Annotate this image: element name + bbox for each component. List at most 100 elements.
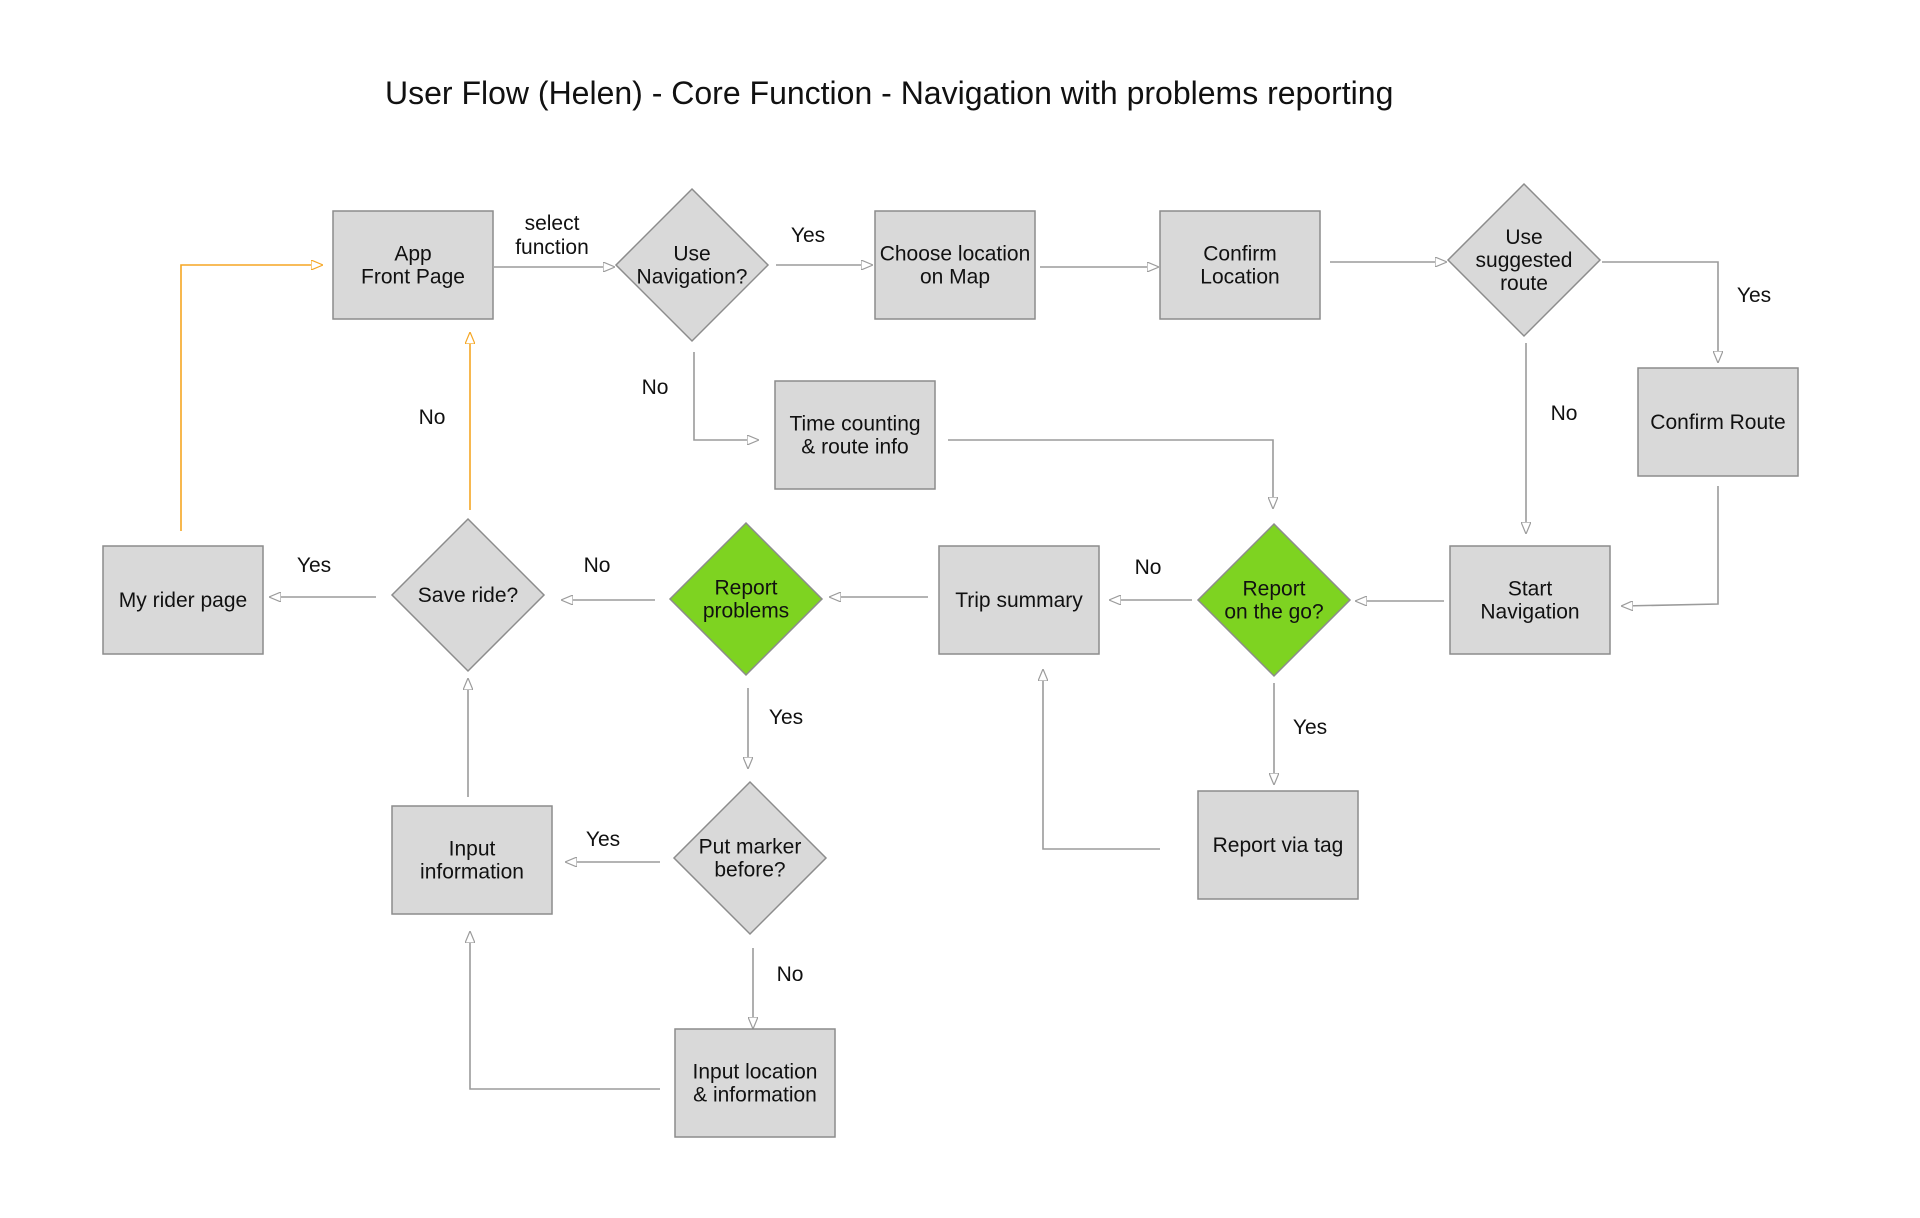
node-label: suggested bbox=[1476, 249, 1573, 272]
node-label: Front Page bbox=[361, 266, 465, 289]
process-box bbox=[102, 545, 264, 655]
edge-suggested-no: No bbox=[1526, 343, 1577, 533]
node-label: problems bbox=[703, 600, 789, 623]
edge-label: Yes bbox=[1293, 716, 1327, 739]
edge-connector bbox=[693, 352, 758, 440]
node-trip-summary: Trip summary bbox=[938, 545, 1100, 655]
edge-save-no: No bbox=[419, 333, 470, 510]
node-save-ride: Save ride? bbox=[390, 517, 546, 673]
node-report-via-tag: Report via tag bbox=[1197, 790, 1359, 900]
edge-connector bbox=[1043, 670, 1160, 850]
node-label: & route info bbox=[801, 436, 908, 459]
edge-marker-yes: Yes bbox=[566, 828, 660, 862]
process-box bbox=[1197, 790, 1359, 900]
edge-connector bbox=[180, 265, 322, 531]
edge-label: select bbox=[525, 212, 580, 235]
edge-connector bbox=[1622, 486, 1719, 606]
edge-label: Yes bbox=[297, 554, 331, 577]
node-my-rider-page: My rider page bbox=[102, 545, 264, 655]
edge-label: Yes bbox=[586, 828, 620, 851]
node-label: Report via tag bbox=[1213, 834, 1344, 857]
decision-diamond-highlight bbox=[1196, 522, 1352, 678]
process-box bbox=[938, 545, 1100, 655]
process-box bbox=[774, 380, 936, 490]
edge-tag-to-summary bbox=[1043, 670, 1160, 850]
node-label: My rider page bbox=[119, 589, 247, 612]
edge-label: No bbox=[1135, 556, 1162, 579]
process-box bbox=[1159, 210, 1321, 320]
node-label: Start bbox=[1508, 578, 1553, 601]
edge-route-to-start bbox=[1622, 486, 1719, 606]
edge-label: No bbox=[777, 963, 804, 986]
node-time-counting: Time counting& route info bbox=[774, 380, 936, 490]
node-label: Use bbox=[673, 243, 710, 266]
node-label: Trip summary bbox=[955, 589, 1083, 612]
edge-marker-no: No bbox=[753, 948, 803, 1028]
edge-problems-no: No bbox=[562, 554, 655, 600]
edge-problems-yes: Yes bbox=[748, 688, 803, 768]
node-label: Input bbox=[449, 838, 496, 861]
node-confirm-route: Confirm Route bbox=[1637, 367, 1799, 477]
node-label: Report bbox=[714, 577, 777, 600]
edge-time-to-report bbox=[948, 439, 1273, 508]
node-input-location-information: Input location& information bbox=[674, 1028, 836, 1138]
edge-nav-yes: Yes bbox=[776, 224, 872, 265]
edge-connector bbox=[948, 439, 1273, 508]
node-label: Confirm bbox=[1203, 243, 1277, 266]
edge-label: Yes bbox=[1737, 284, 1771, 307]
edge-save-yes: Yes bbox=[270, 554, 376, 597]
process-box bbox=[1449, 545, 1611, 655]
node-label: Input location bbox=[693, 1061, 818, 1084]
edge-report-go-no: No bbox=[1110, 556, 1192, 600]
edge-label: function bbox=[515, 236, 589, 259]
edge-nav-no: No bbox=[642, 352, 758, 440]
node-label: Put marker bbox=[699, 836, 802, 859]
node-label: Choose location bbox=[880, 243, 1031, 266]
page-title: User Flow (Helen) - Core Function - Navi… bbox=[385, 75, 1393, 111]
edge-connector bbox=[470, 932, 660, 1090]
process-box bbox=[332, 210, 494, 320]
node-label: & information bbox=[693, 1084, 817, 1107]
node-label: Save ride? bbox=[418, 584, 518, 607]
node-label: Report bbox=[1242, 578, 1305, 601]
edge-connector bbox=[1602, 261, 1718, 362]
process-box bbox=[674, 1028, 836, 1138]
edge-label: No bbox=[642, 376, 669, 399]
edge-label: No bbox=[419, 406, 446, 429]
edges-layer: selectfunctionYesNoYesNoNoYesNoYesYesNoY… bbox=[180, 212, 1771, 1090]
node-label: Use bbox=[1505, 226, 1542, 249]
node-label: Navigation bbox=[1480, 601, 1579, 624]
node-label: on the go? bbox=[1224, 601, 1323, 624]
edge-label: Yes bbox=[791, 224, 825, 247]
decision-diamond bbox=[1446, 182, 1602, 338]
decision-diamond bbox=[390, 517, 546, 673]
decision-diamond bbox=[614, 187, 770, 343]
node-label: before? bbox=[714, 859, 785, 882]
node-label: information bbox=[420, 861, 524, 884]
node-label: Location bbox=[1200, 266, 1279, 289]
node-label: on Map bbox=[920, 266, 990, 289]
node-label: Confirm Route bbox=[1650, 411, 1785, 434]
edge-report-go-yes: Yes bbox=[1274, 683, 1327, 784]
node-label: App bbox=[394, 243, 431, 266]
edge-loc-to-input bbox=[470, 932, 660, 1090]
edge-rider-to-front bbox=[180, 265, 322, 531]
node-label: route bbox=[1500, 272, 1548, 295]
decision-diamond-highlight bbox=[668, 521, 824, 677]
node-label: Time counting bbox=[789, 413, 920, 436]
process-box bbox=[1637, 367, 1799, 477]
edge-label: No bbox=[584, 554, 611, 577]
